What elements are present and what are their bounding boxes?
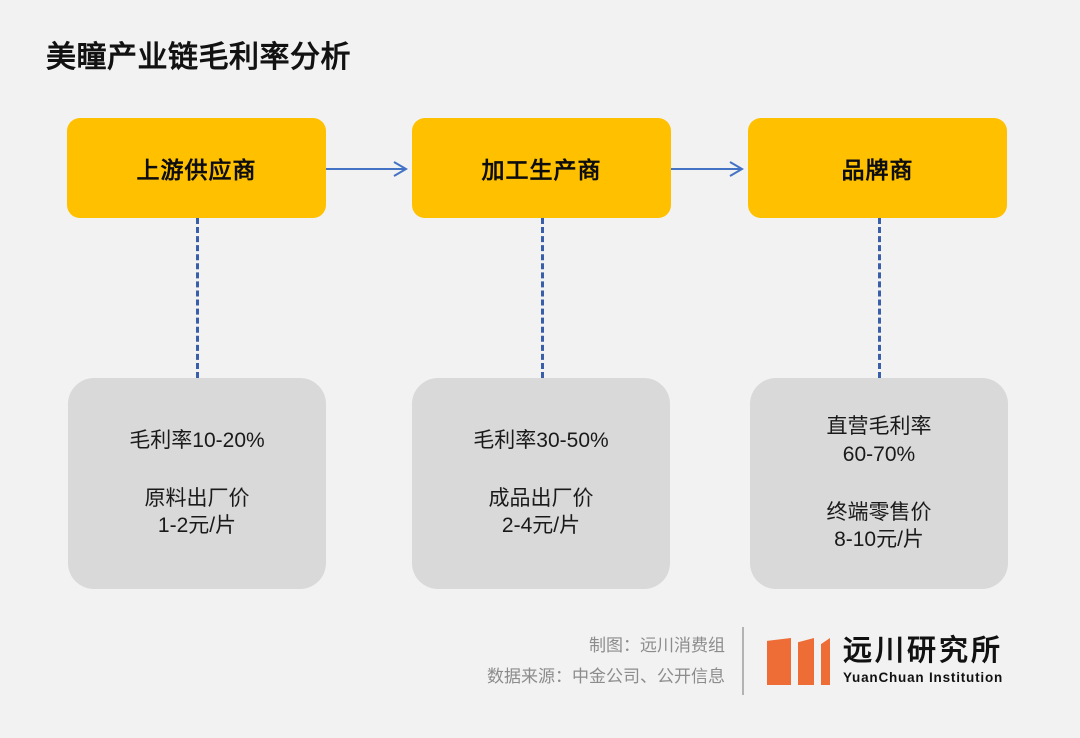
logo-name-cn: 远川研究所: [843, 635, 1004, 667]
detail-margin-text: 毛利率30-50%: [473, 428, 609, 452]
detail-price-text: 终端零售价 8-10元/片: [826, 500, 932, 552]
detail-price-text: 成品出厂价 2-4元/片: [488, 486, 594, 538]
stage-box-upstream-supplier[interactable]: 上游供应商: [67, 118, 326, 218]
detail-price-text: 原料出厂价 1-2元/片: [144, 486, 250, 538]
flow-arrow-icon: [326, 161, 412, 177]
logo-text: 远川研究所 YuanChuan Institution: [843, 635, 1004, 686]
footer-divider: [742, 627, 744, 695]
footer-credits: 制图：远川消费组 数据来源：中金公司、公开信息: [487, 630, 725, 693]
stage-box-label: 品牌商: [841, 157, 914, 183]
brand-logo: 远川研究所 YuanChuan Institution: [767, 635, 1004, 686]
logo-bar-icon: [821, 638, 830, 685]
credit-author: 制图：远川消费组: [589, 636, 725, 655]
logo-bar-icon: [798, 638, 814, 685]
detail-margin-text: 毛利率10-20%: [129, 428, 265, 452]
page-title: 美瞳产业链毛利率分析: [46, 41, 351, 74]
logo-name-en: YuanChuan Institution: [843, 670, 1004, 686]
logo-bar-icon: [767, 638, 791, 685]
stage-box-manufacturer[interactable]: 加工生产商: [412, 118, 671, 218]
detail-box-brand-owner[interactable]: 直营毛利率 60-70% 终端零售价 8-10元/片: [750, 378, 1008, 589]
dashed-connector-line: [878, 218, 881, 378]
credit-source: 数据来源：中金公司、公开信息: [487, 667, 725, 687]
dashed-connector-line: [541, 218, 544, 378]
logo-bars-icon: [767, 636, 830, 685]
dashed-connector-line: [196, 218, 199, 378]
detail-margin-text: 直营毛利率 60-70%: [826, 415, 932, 466]
stage-box-label: 上游供应商: [136, 157, 257, 183]
stage-box-brand-owner[interactable]: 品牌商: [748, 118, 1007, 218]
detail-box-manufacturer[interactable]: 毛利率30-50% 成品出厂价 2-4元/片: [412, 378, 670, 589]
stage-box-label: 加工生产商: [481, 157, 602, 183]
detail-box-upstream-supplier[interactable]: 毛利率10-20% 原料出厂价 1-2元/片: [68, 378, 326, 589]
flow-arrow-icon: [671, 161, 748, 177]
